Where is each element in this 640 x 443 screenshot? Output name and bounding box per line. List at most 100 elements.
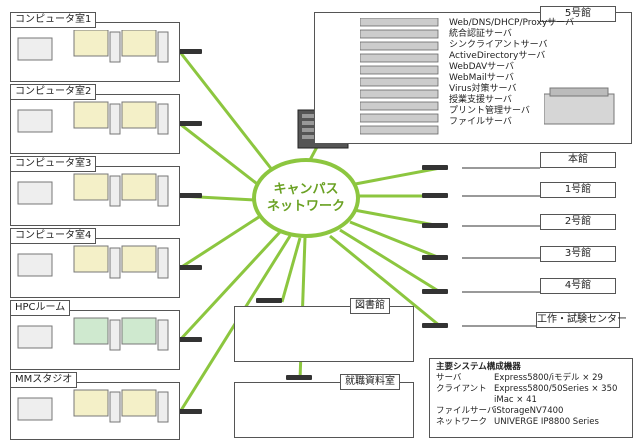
pc-tower-icon [157, 31, 169, 63]
switch-icon [422, 223, 448, 228]
link-room4 [179, 213, 263, 270]
monitor-icon [73, 245, 109, 273]
legend-key: サーバ [436, 373, 462, 383]
legend-key: ネットワーク [436, 417, 488, 427]
monitor-icon [73, 389, 109, 417]
monitor-icon [121, 245, 157, 273]
pc-tower-icon [157, 391, 169, 423]
legend-row: ネットワーク UNIVERGE IP8800 Series [436, 417, 626, 428]
switch-icon [176, 49, 202, 54]
building-center: 工作・試験センター [536, 312, 627, 328]
room-label: MMスタジオ [10, 372, 78, 388]
system-components-legend: 主要システム構成機器 サーバ Express5800/iモデル × 29 クライア… [429, 358, 633, 438]
legend-value: iStorageNV7400 [494, 406, 564, 416]
server-item: 統合認証サーバ [449, 29, 512, 39]
monitor-icon [121, 317, 157, 345]
server-item: Virus対策サーバ [449, 84, 517, 94]
monitor-icon [121, 30, 157, 57]
monitor-icon [73, 101, 109, 129]
link-room2 [179, 122, 266, 192]
link-center [329, 234, 441, 328]
pc-tower-icon [109, 247, 121, 279]
legend-value: Express5800/iモデル × 29 [494, 373, 603, 383]
switch-icon [176, 409, 202, 414]
switch-icon [256, 298, 282, 303]
server-item: WebDAVサーバ [449, 62, 515, 72]
link-b4 [339, 228, 441, 294]
pc-tower-icon [157, 103, 169, 135]
room-label: コンピュータ室4 [10, 228, 97, 244]
switch-icon [422, 255, 448, 260]
hub-label-line1: キャンパス [273, 182, 339, 197]
switch-icon [422, 193, 448, 198]
library-room [234, 306, 414, 362]
pc-tower-icon [109, 319, 121, 351]
printer-icon [17, 37, 53, 61]
switch-icon [176, 265, 202, 270]
monitor-icon [73, 317, 109, 345]
legend-key [436, 395, 494, 406]
job-resource-room [234, 382, 414, 438]
legend-row: クライアント Express5800/50Series × 350 [436, 384, 626, 395]
pc-tower-icon [109, 103, 121, 135]
room-devices [17, 30, 169, 423]
server-item: プリント管理サーバ [449, 106, 530, 116]
legend-title: 主要システム構成機器 [436, 362, 521, 372]
monitor-icon [121, 389, 157, 417]
building-connectors [462, 167, 540, 327]
printer-icon [17, 253, 53, 277]
link-hpc [178, 230, 282, 342]
pc-tower-icon [157, 247, 169, 279]
switch-icon [286, 375, 312, 380]
legend-value: UNIVERGE IP8800 Series [494, 417, 599, 427]
server-item: シンクライアントサーバ [449, 40, 548, 50]
room-label: コンピュータ室3 [10, 156, 97, 172]
building-2: 2号館 [540, 214, 616, 230]
switch-icon [176, 193, 202, 198]
link-room1 [178, 51, 282, 181]
building-5-label: 5号館 [540, 6, 616, 22]
switch-icon [422, 165, 448, 170]
legend-value: Express5800/50Series × 350 [494, 384, 618, 394]
switch-icon [422, 323, 448, 328]
pc-tower-icon [157, 319, 169, 351]
building-1: 1号館 [540, 182, 616, 198]
pc-tower-icon [109, 31, 121, 63]
printer-icon [17, 109, 53, 133]
switch-icons [176, 49, 448, 414]
library-label: 図書館 [350, 298, 390, 314]
server-rack-icons [360, 18, 439, 135]
room-label: コンピュータ室2 [10, 84, 97, 100]
link-honkan [349, 166, 441, 187]
building-3: 3号館 [540, 246, 616, 262]
monitor-icon [121, 101, 157, 129]
server-item: WebMailサーバ [449, 73, 514, 83]
server-list: Web/DNS/DHCP/Proxyサーバ 統合認証サーバ シンクライアントサー… [449, 18, 574, 128]
campus-network-hub: キャンパス ネットワーク [252, 158, 360, 238]
switch-icon [176, 337, 202, 342]
legend-key: クライアント [436, 384, 487, 394]
printer-icon [17, 181, 53, 205]
legend-value: iMac × 41 [494, 395, 537, 405]
printer-icon [17, 325, 53, 349]
room-label: コンピュータ室1 [10, 12, 97, 28]
monitor-icon [73, 173, 109, 201]
server-item: 授業支援サーバ [449, 95, 512, 105]
hub-label-line2: ネットワーク [266, 199, 345, 214]
switch-icon [422, 289, 448, 294]
legend-row: iMac × 41 [436, 395, 626, 406]
server-item: ActiveDirectoryサーバ [449, 51, 546, 61]
legend-key: ファイルサーバ [436, 406, 496, 416]
building-honkan: 本館 [540, 152, 616, 168]
server-item: Web/DNS/DHCP/Proxyサーバ [449, 18, 575, 28]
pc-tower-icon [157, 175, 169, 207]
job-room-label: 就職資料室 [340, 374, 400, 390]
pc-tower-icon [109, 175, 121, 207]
switch-icon [176, 121, 202, 126]
monitor-icon [121, 173, 157, 201]
legend-row: サーバ Express5800/iモデル × 29 [436, 373, 626, 384]
server-item: ファイルサーバ [449, 117, 512, 127]
building-4: 4号館 [540, 278, 616, 294]
link-b3 [349, 220, 441, 260]
link-library [280, 237, 302, 303]
